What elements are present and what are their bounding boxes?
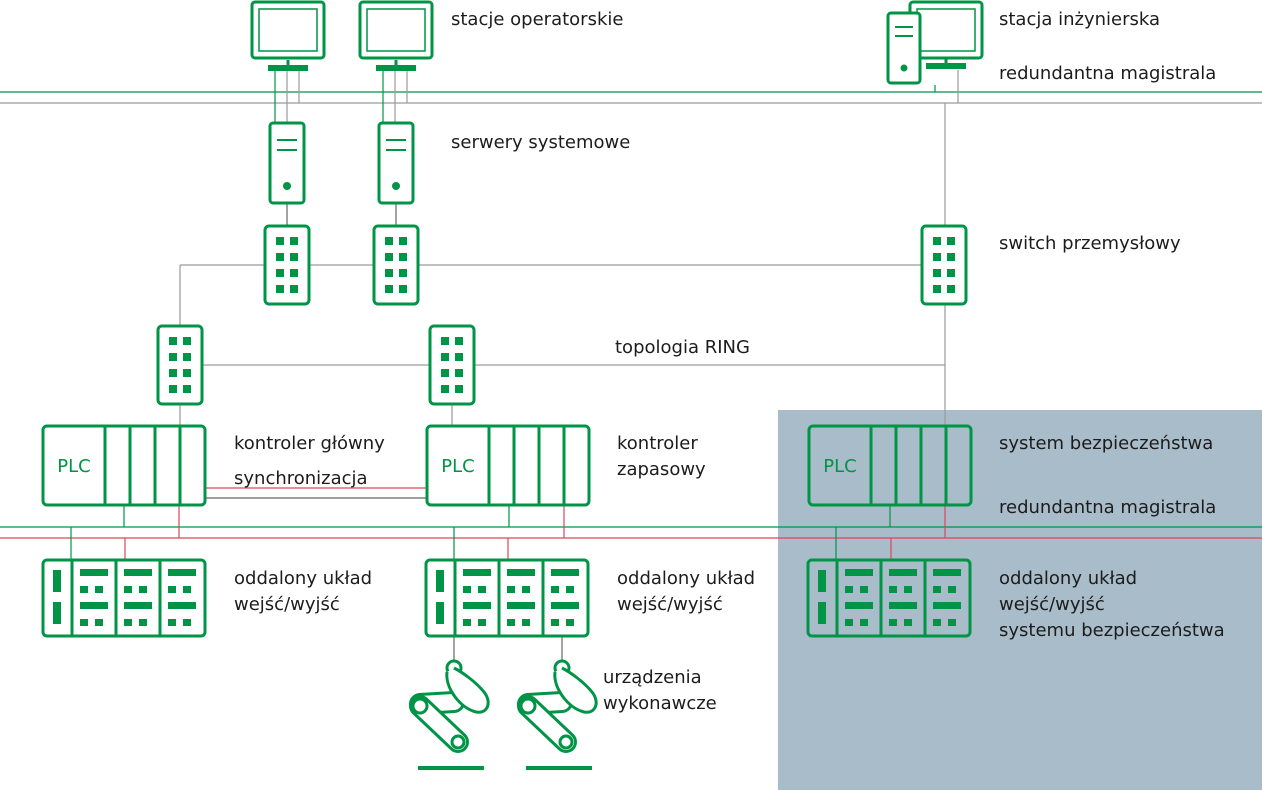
- plc-label: PLC: [441, 456, 474, 477]
- plc-label: PLC: [57, 456, 90, 477]
- label-redundant-bus-top: redundantna magistrala: [999, 63, 1216, 84]
- label-backup-controller-line1: kontroler: [617, 433, 698, 454]
- label-actuators-line1: urządzenia: [603, 667, 702, 688]
- label-remote-io-right-line2: wejść/wyjść: [999, 594, 1105, 615]
- label-remote-io-mid-line2: wejść/wyjść: [617, 594, 723, 615]
- robot-arm-icon: [409, 659, 490, 770]
- label-remote-io-mid-line1: oddalony układ: [617, 568, 755, 589]
- top-redundant-bus: [0, 91, 1262, 104]
- plc-icon: PLC: [41, 424, 207, 507]
- label-engineering-station: stacja inżynierska: [999, 9, 1160, 30]
- server-icon: [377, 121, 415, 205]
- plc-icon: PLC: [807, 424, 973, 507]
- label-actuators-line2: wykonawcze: [603, 693, 717, 714]
- label-synchronization: synchronizacja: [234, 468, 368, 489]
- label-main-controller: kontroler główny: [234, 433, 385, 454]
- monitor-icon: [358, 0, 434, 71]
- label-remote-io-left-line2: wejść/wyjść: [234, 594, 340, 615]
- io-module-icon: [424, 558, 590, 638]
- switch-icon: [372, 224, 420, 306]
- switch-icon: [156, 324, 204, 406]
- label-remote-io-right-line1: oddalony układ: [999, 568, 1137, 589]
- label-safety-system: system bezpieczeństwa: [999, 433, 1213, 454]
- server-icon: [268, 121, 306, 205]
- switch-icon: [428, 324, 476, 406]
- label-industrial-switch: switch przemysłowy: [999, 233, 1181, 254]
- plc-icon: PLC: [425, 424, 591, 507]
- robot-arm-icon: [517, 659, 598, 770]
- label-backup-controller-line2: zapasowy: [617, 459, 706, 480]
- connection-lines: [0, 70, 1262, 660]
- label-ring-topology: topologia RING: [615, 337, 750, 358]
- label-redundant-bus-bottom: redundantna magistrala: [999, 497, 1216, 518]
- io-module-icon: [41, 558, 207, 638]
- monitor-icon: [250, 0, 326, 71]
- label-remote-io-left-line1: oddalony układ: [234, 568, 372, 589]
- label-operator-stations: stacje operatorskie: [451, 9, 623, 30]
- plc-label: PLC: [823, 456, 856, 477]
- io-module-icon: [806, 558, 972, 638]
- switch-icon: [920, 224, 968, 306]
- switch-icon: [263, 224, 311, 306]
- label-remote-io-right-line3: systemu bezpieczeństwa: [999, 620, 1225, 641]
- label-system-servers: serwery systemowe: [451, 132, 630, 153]
- workstation-icon: [886, 0, 984, 85]
